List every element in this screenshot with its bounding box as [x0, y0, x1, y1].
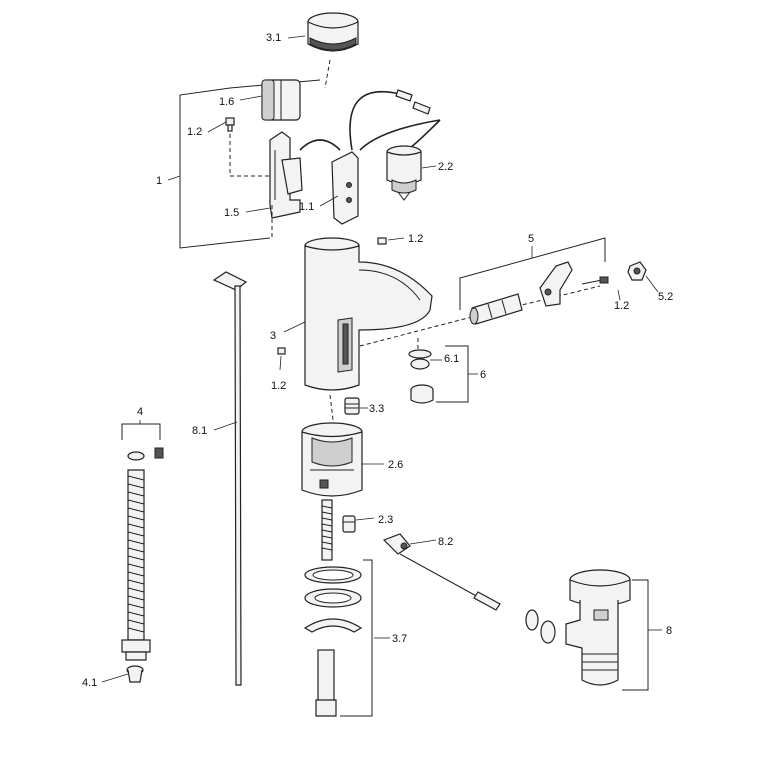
leader-4-1 [101, 673, 129, 683]
part-holder-1-5 [269, 131, 303, 219]
group-1-bracket [179, 87, 271, 249]
leader-8-1 [213, 421, 238, 431]
part-pivot-end [473, 591, 501, 611]
wire-connector-b [412, 101, 431, 115]
label-5-2: 5.2 [658, 291, 673, 303]
part-nipple-2-3 [342, 515, 356, 533]
part-pin-1-2-lever [581, 276, 609, 285]
label-1-2-lever: 1.2 [614, 300, 629, 312]
label-1-5: 1.5 [224, 207, 239, 219]
label-3-7: 3.7 [392, 633, 407, 645]
label-2-3: 2.3 [378, 514, 393, 526]
part-threaded-rod [321, 499, 333, 561]
label-3-1: 3.1 [266, 32, 281, 44]
label-1-2-top: 1.2 [187, 126, 202, 138]
part-waste-8 [565, 569, 631, 686]
leader-2-2 [421, 165, 437, 169]
group-5-bracket [459, 237, 606, 310]
label-1-2-spout: 1.2 [408, 233, 423, 245]
part-nuts-8 [525, 609, 556, 644]
label-3: 3 [270, 330, 276, 342]
part-ball-joint-8-2 [382, 533, 411, 555]
axis-line-cap [324, 59, 331, 89]
label-2-6: 2.6 [388, 459, 403, 471]
part-faucet-body-3 [304, 237, 433, 391]
part-fixing-kit-3-7 [303, 566, 363, 717]
label-2-2: 2.2 [438, 161, 453, 173]
label-1: 1 [156, 175, 162, 187]
part-screw-1-2-body [277, 347, 286, 355]
group-4-bracket [121, 423, 161, 440]
label-6: 6 [480, 369, 486, 381]
label-5: 5 [528, 233, 534, 245]
group-8-bracket [622, 579, 649, 691]
part-aerator-6-1 [408, 349, 434, 404]
label-4-1: 4.1 [82, 677, 97, 689]
part-seal-4-1 [126, 665, 144, 683]
label-1-2-body: 1.2 [271, 380, 286, 392]
leader-3 [283, 321, 306, 333]
part-battery-1-6 [261, 79, 301, 121]
part-sensor-1-1 [299, 139, 359, 225]
part-solenoid-2-2 [386, 119, 441, 201]
part-lift-rod-8-1 [212, 271, 248, 686]
wire-upper [349, 90, 401, 151]
leader-1-1 [319, 195, 339, 207]
wire-lower [359, 119, 441, 151]
label-8: 8 [666, 625, 672, 637]
axis-line-body [329, 394, 334, 421]
leader-2-3 [355, 517, 375, 521]
part-nipple-3-3 [344, 397, 360, 415]
label-8-2: 8.2 [438, 536, 453, 548]
group-3-7-bracket [340, 559, 373, 717]
label-6-1: 6.1 [444, 353, 459, 365]
label-1-6: 1.6 [219, 96, 234, 108]
leader-1-2-body [279, 355, 282, 371]
part-valve-body-2-6 [301, 422, 363, 497]
axis-line-screw-top [229, 134, 270, 177]
label-1-1: 1.1 [299, 201, 314, 213]
part-screw-1-2-spout [377, 237, 387, 245]
part-cartridge-5 [469, 293, 523, 325]
leader-1 [167, 175, 181, 181]
leader-1-2-spout [387, 237, 405, 241]
leader-8-2 [409, 539, 437, 545]
part-pivot-rod [399, 553, 481, 599]
wire-connector-a [395, 89, 413, 102]
leader-1-2-lever [617, 289, 621, 301]
part-lever-5 [539, 261, 573, 307]
leader-5-2 [645, 275, 659, 293]
part-cap-3-1 [307, 12, 359, 52]
label-8-1: 8.1 [192, 425, 207, 437]
leader-3-1 [287, 35, 306, 39]
part-oring-4 [127, 447, 164, 461]
part-screw-1-2-top [225, 117, 235, 132]
leader-1-5 [245, 207, 271, 213]
leader-1-2-top [207, 121, 227, 133]
label-4: 4 [137, 406, 143, 418]
part-nut-5-2 [627, 261, 647, 281]
part-hose-4 [121, 469, 151, 661]
label-3-3: 3.3 [369, 403, 384, 415]
leader-1-6 [239, 95, 263, 101]
